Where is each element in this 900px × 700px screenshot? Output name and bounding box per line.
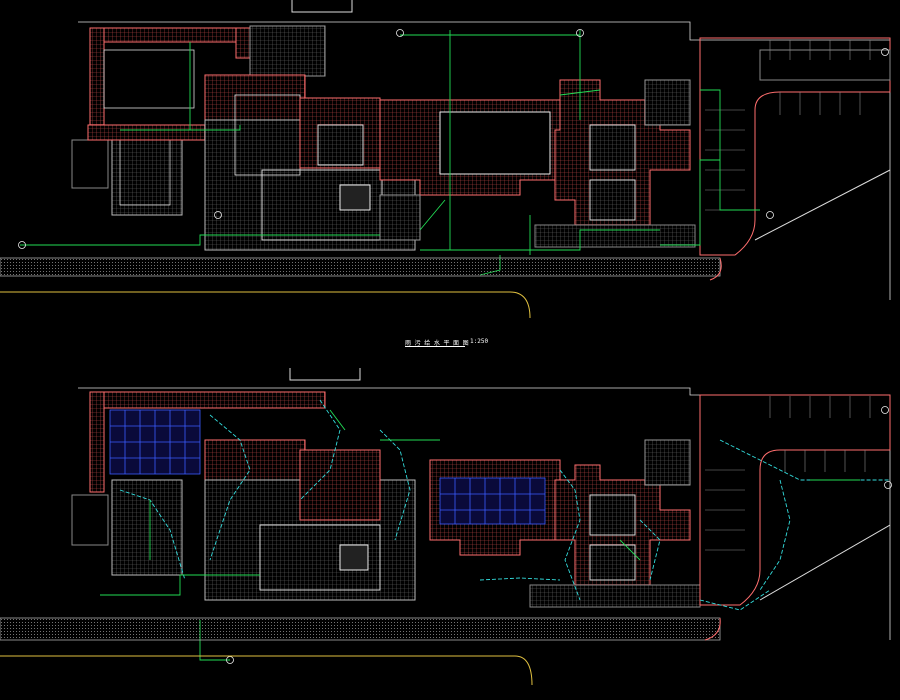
upper-parking-lot bbox=[699, 37, 891, 256]
lower-plan-scale: 1:250 bbox=[470, 338, 489, 345]
pool-solar-panel-array bbox=[439, 477, 546, 525]
upper-site-plan bbox=[0, 0, 891, 319]
lower-plan-title: 雨 污 给 水 平 面 图 bbox=[405, 340, 469, 347]
upper-water-supply-lines bbox=[20, 30, 760, 276]
upper-pool-courtyard bbox=[379, 99, 561, 241]
lower-plan-title-underline bbox=[405, 346, 465, 347]
left-solar-panel-array bbox=[109, 409, 201, 475]
upper-left-courtyard-wall bbox=[89, 25, 326, 129]
lower-site-plan bbox=[0, 368, 892, 686]
